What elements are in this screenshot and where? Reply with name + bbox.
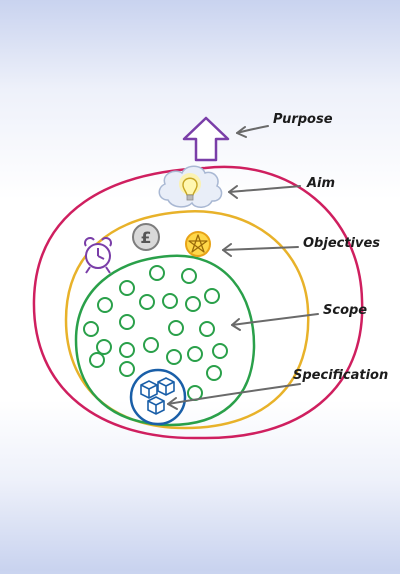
purpose-label: Purpose <box>273 112 333 127</box>
scope-item <box>185 296 201 312</box>
alarm-clock-icon <box>84 237 112 274</box>
scope-item <box>83 321 99 337</box>
scope-item <box>162 293 178 309</box>
pound-coin-icon: £ <box>132 223 160 251</box>
scope-item <box>119 361 135 377</box>
up-arrow-icon <box>182 116 230 162</box>
scope-ring <box>74 254 256 427</box>
scope-item <box>187 346 203 362</box>
scope-item <box>119 342 135 358</box>
scope-item <box>206 365 222 381</box>
pointer-arrows <box>167 125 319 410</box>
aim-ring <box>32 165 364 440</box>
specification-arrow <box>167 383 301 410</box>
objectives-ring <box>64 210 310 430</box>
objectives-arrow <box>222 243 299 257</box>
scope-item <box>212 343 228 359</box>
objectives-label: Objectives <box>303 236 381 251</box>
scope-item <box>97 297 113 313</box>
scope-arrow <box>231 313 319 331</box>
scope-item <box>149 265 165 281</box>
scope-label: Scope <box>323 303 368 318</box>
specification-ring <box>129 368 187 426</box>
specification-label: Specification <box>293 368 389 383</box>
cubes-icon <box>140 377 175 415</box>
scope-items <box>83 265 228 401</box>
scope-item <box>119 280 135 296</box>
scope-item <box>166 349 182 365</box>
scope-item <box>199 321 215 337</box>
currency-symbol: £ <box>140 228 151 247</box>
scope-item <box>89 352 105 368</box>
aim-label: Aim <box>307 176 336 191</box>
star-badge-icon <box>185 231 211 257</box>
scope-item <box>139 294 155 310</box>
scope-item <box>96 339 112 355</box>
lightbulb-cloud-icon <box>158 165 223 208</box>
scope-item <box>181 268 197 284</box>
scope-item <box>168 320 184 336</box>
scope-item <box>119 314 135 330</box>
scope-item <box>204 288 220 304</box>
purpose-arrow <box>236 125 269 138</box>
aim-arrow <box>228 185 301 199</box>
scope-item <box>143 337 159 353</box>
